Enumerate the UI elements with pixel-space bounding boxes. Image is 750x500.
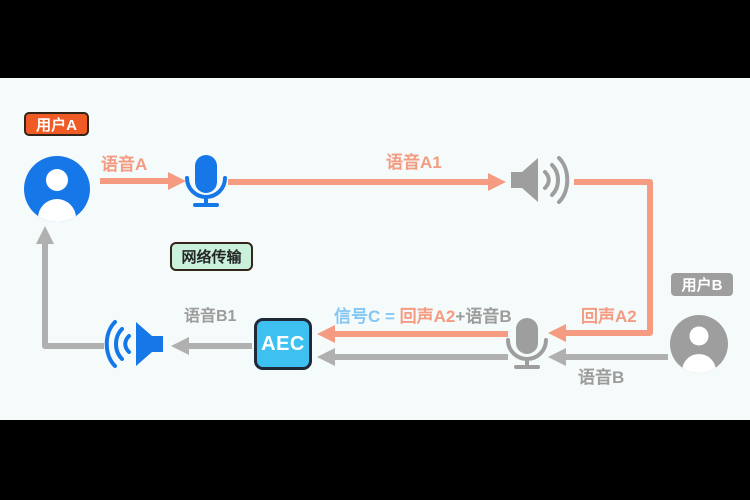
user-a-label: 用户A xyxy=(24,112,89,136)
arrow-signal-c-voice xyxy=(317,348,508,366)
signal-c-part-voice: +语音B xyxy=(455,307,512,326)
voice-a-text: 语音A xyxy=(101,155,148,174)
user-b-label: 用户B xyxy=(671,273,733,296)
aec-block: AEC xyxy=(254,318,312,370)
voice-b-text: 语音B xyxy=(578,368,625,387)
voice-a1-text: 语音A1 xyxy=(386,153,442,172)
signal-c-text: 信号C = 回声A2+语音B xyxy=(334,302,512,327)
network-transmission-label: 网络传输 xyxy=(170,242,253,271)
user-a-avatar xyxy=(24,156,90,222)
voice-b1-text: 语音B1 xyxy=(184,308,237,325)
speaker-icon xyxy=(104,320,163,368)
arrow-voice-a1 xyxy=(228,173,506,191)
person-icon xyxy=(682,326,716,373)
arrow-voice-b1 xyxy=(171,337,252,355)
arrow-echo-a2 xyxy=(548,179,653,342)
signal-c-part-name: 信号C = xyxy=(334,307,400,326)
arrow-to-user-a xyxy=(36,226,104,349)
microphone-icon xyxy=(506,318,548,369)
signal-c-part-echo: 回声A2 xyxy=(399,307,456,326)
microphone-icon xyxy=(185,155,227,207)
user-b-avatar xyxy=(670,315,728,373)
arrow-voice-a xyxy=(100,172,186,190)
echo-a2-text: 回声A2 xyxy=(581,307,637,326)
arrow-signal-c-echo xyxy=(317,325,508,343)
speaker-icon xyxy=(511,156,570,204)
diagram-canvas xyxy=(0,78,750,420)
arrow-voice-b xyxy=(548,348,668,366)
person-icon xyxy=(38,169,76,222)
